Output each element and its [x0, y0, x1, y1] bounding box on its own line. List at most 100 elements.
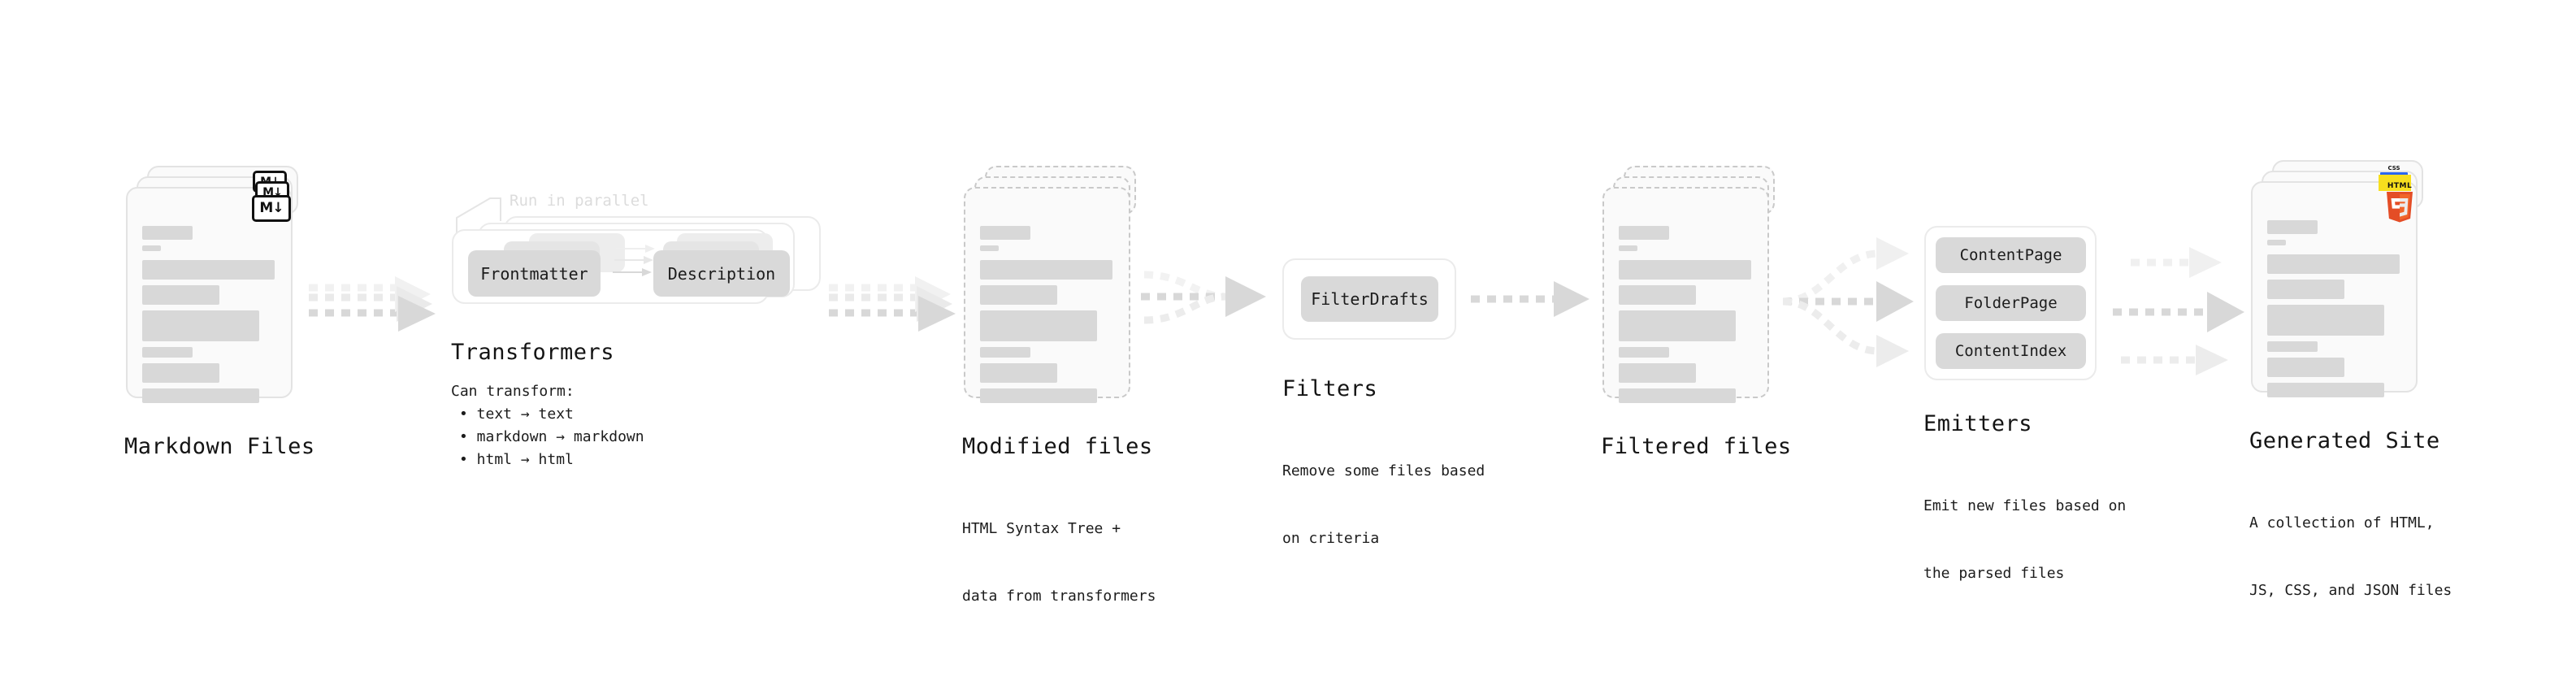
stage-label-markdown-files: Markdown Files: [124, 434, 315, 459]
run-in-parallel-bracket: [456, 197, 501, 247]
markdown-placeholder-lines: [142, 226, 280, 409]
stage-emitters: ContentPage FolderPage ContentIndex Emit…: [1923, 226, 2126, 582]
placeholder-bar: [142, 310, 259, 341]
chip-contentpage[interactable]: ContentPage: [1936, 237, 2086, 273]
placeholder-bar: [980, 347, 1030, 358]
placeholder-bar: [1619, 260, 1751, 280]
filtered-card-front: [1602, 187, 1769, 403]
transformers-desc-intro: Can transform:: [451, 383, 575, 400]
stage-label-filtered-files: Filtered files: [1601, 434, 1792, 459]
modified-card-front: [964, 187, 1130, 403]
placeholder-bar: [142, 347, 193, 358]
stage-label-transformers: Transformers: [451, 340, 615, 365]
placeholder-bar: [1619, 388, 1736, 403]
emitters-desc-line1: Emit new files based on: [1923, 497, 2127, 514]
generated-site-stack: CSS HTML: [2251, 160, 2426, 397]
modified-files-description: HTML Syntax Tree + data from transformer…: [962, 472, 1156, 653]
arrow-modified-to-filters: [1141, 271, 1266, 324]
placeholder-bar: [980, 285, 1057, 305]
stage-filtered-files: Filtered files: [1601, 166, 1791, 459]
placeholder-bar: [980, 226, 1030, 240]
placeholder-bar: [2267, 220, 2318, 234]
placeholder-bar: [2267, 358, 2344, 377]
chip-description[interactable]: Description: [653, 250, 790, 297]
css-icon-label: CSS: [2387, 165, 2400, 171]
markdown-icon: M↓: [252, 195, 291, 222]
html5-icon: HTML: [2382, 182, 2418, 224]
stage-transformers: Run in parallel Frontmat: [451, 192, 826, 468]
stage-label-generated-site: Generated Site: [2249, 428, 2440, 453]
transformers-bullet-markdown: • markdown → markdown: [459, 427, 644, 445]
placeholder-bar: [1619, 226, 1669, 240]
chip-filterdrafts[interactable]: FilterDrafts: [1301, 276, 1438, 322]
placeholder-bar: [142, 363, 219, 383]
chip-contentindex[interactable]: ContentIndex: [1936, 333, 2086, 369]
transformers-description: Can transform: • text → text • markdown …: [451, 380, 644, 471]
stage-label-modified-files: Modified files: [962, 434, 1153, 459]
javascript-icon: [2379, 175, 2411, 191]
chip-folderpage[interactable]: FolderPage: [1936, 285, 2086, 321]
generated-site-desc-line1: A collection of HTML,: [2249, 514, 2435, 531]
placeholder-bar: [1619, 347, 1669, 358]
placeholder-bar: [2267, 280, 2344, 299]
transformer-stack: Frontmatter Description: [452, 195, 826, 304]
modified-placeholder-lines: [980, 226, 1117, 409]
emitters-description: Emit new files based on the parsed files: [1923, 449, 2126, 631]
placeholder-bar: [980, 363, 1057, 383]
modified-files-desc-line2: data from transformers: [962, 588, 1156, 605]
filters-box: FilterDrafts: [1282, 258, 1456, 340]
modified-file-stack: [964, 166, 1138, 403]
filters-description: Remove some files based on criteria: [1282, 414, 1485, 596]
filtered-file-stack: [1602, 166, 1777, 403]
generated-site-description: A collection of HTML, JS, CSS, and JSON …: [2249, 466, 2452, 648]
placeholder-bar: [142, 226, 193, 240]
stage-label-filters: Filters: [1282, 376, 1378, 401]
placeholder-bar: [2267, 240, 2286, 245]
placeholder-bar: [1619, 245, 1637, 251]
arrow-transformers-to-modified: [829, 276, 956, 332]
placeholder-bar: [1619, 310, 1736, 341]
placeholder-bar: [142, 245, 161, 251]
markdown-card-front: [126, 187, 293, 403]
placeholder-bar: [1619, 363, 1696, 383]
css-icon-bar: [2380, 172, 2408, 176]
filters-desc-line2: on criteria: [1282, 530, 1380, 548]
emitters-box: ContentPage FolderPage ContentIndex: [1924, 226, 2097, 380]
placeholder-bar: [142, 285, 219, 305]
transformers-bullet-html: • html → html: [459, 450, 574, 468]
generated-site-desc-line2: JS, CSS, and JSON files: [2249, 582, 2452, 600]
placeholder-bar: [2267, 341, 2318, 352]
placeholder-bar: [1619, 285, 1696, 305]
placeholder-bar: [980, 310, 1097, 341]
transformers-bullet-text: • text → text: [459, 405, 574, 423]
arrow-filtered-to-emitters: [1782, 237, 1914, 367]
stage-filters: FilterDrafts Filters Remove some files b…: [1282, 258, 1485, 547]
filtered-placeholder-lines: [1619, 226, 1756, 409]
placeholder-bar: [142, 260, 275, 280]
modified-files-desc-line1: HTML Syntax Tree +: [962, 519, 1121, 537]
emitters-desc-line2: the parsed files: [1923, 565, 2065, 583]
placeholder-bar: [980, 388, 1097, 403]
stage-generated-site: CSS HTML Generated Site A collection of …: [2249, 160, 2452, 599]
placeholder-bar: [142, 388, 259, 403]
arrow-emitters-to-site: [2113, 247, 2244, 375]
filters-desc-line1: Remove some files based: [1282, 462, 1485, 479]
stage-label-emitters: Emitters: [1923, 411, 2033, 436]
run-in-parallel-label: Run in parallel: [510, 192, 649, 210]
html5-icon-label: HTML: [2387, 182, 2413, 190]
stage-markdown-files: M↓ M↓ M↓ Markdown Files: [124, 166, 314, 459]
html5-shield: [2384, 192, 2415, 224]
placeholder-bar: [980, 245, 999, 251]
placeholder-bar: [2267, 254, 2400, 274]
chip-frontmatter[interactable]: Frontmatter: [468, 250, 601, 297]
placeholder-bar: [2267, 305, 2384, 336]
site-card-front-html: [2251, 181, 2418, 397]
markdown-file-stack: M↓ M↓ M↓: [126, 166, 301, 403]
placeholder-bar: [2267, 383, 2384, 397]
generated-site-placeholder-lines: [2267, 220, 2405, 403]
css-icon: CSS: [2379, 166, 2409, 176]
arrow-filters-to-filtered: [1471, 281, 1589, 317]
transformer-inner-arrows: [613, 245, 655, 276]
placeholder-bar: [980, 260, 1112, 280]
